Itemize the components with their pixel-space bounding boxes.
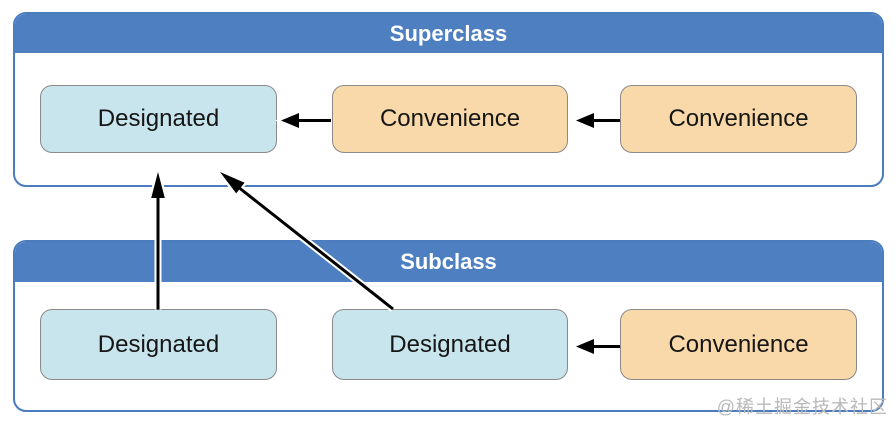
superclass-convenience-2-label: Convenience (668, 105, 809, 132)
superclass-designated-box: Designated (40, 85, 277, 153)
superclass-designated-label: Designated (97, 105, 220, 132)
superclass-title: Superclass (389, 20, 508, 46)
subclass-designated-2-box: Designated (332, 309, 568, 380)
subclass-header-bar: Subclass (15, 242, 882, 282)
superclass-convenience-2-box: Convenience (620, 85, 857, 153)
superclass-convenience-1-label: Convenience (379, 105, 521, 132)
superclass-convenience-1-box: Convenience (332, 85, 568, 153)
subclass-designated-1-box: Designated (40, 309, 277, 380)
superclass-header-bar: Superclass (15, 14, 882, 53)
subclass-designated-1-label: Designated (97, 330, 220, 358)
subclass-designated-2-label: Designated (389, 330, 511, 358)
subclass-title: Subclass (400, 249, 497, 274)
subclass-convenience-box: Convenience (620, 309, 857, 380)
watermark-text: @稀土掘金技术社区 (716, 397, 888, 417)
subclass-convenience-label: Convenience (668, 330, 809, 358)
